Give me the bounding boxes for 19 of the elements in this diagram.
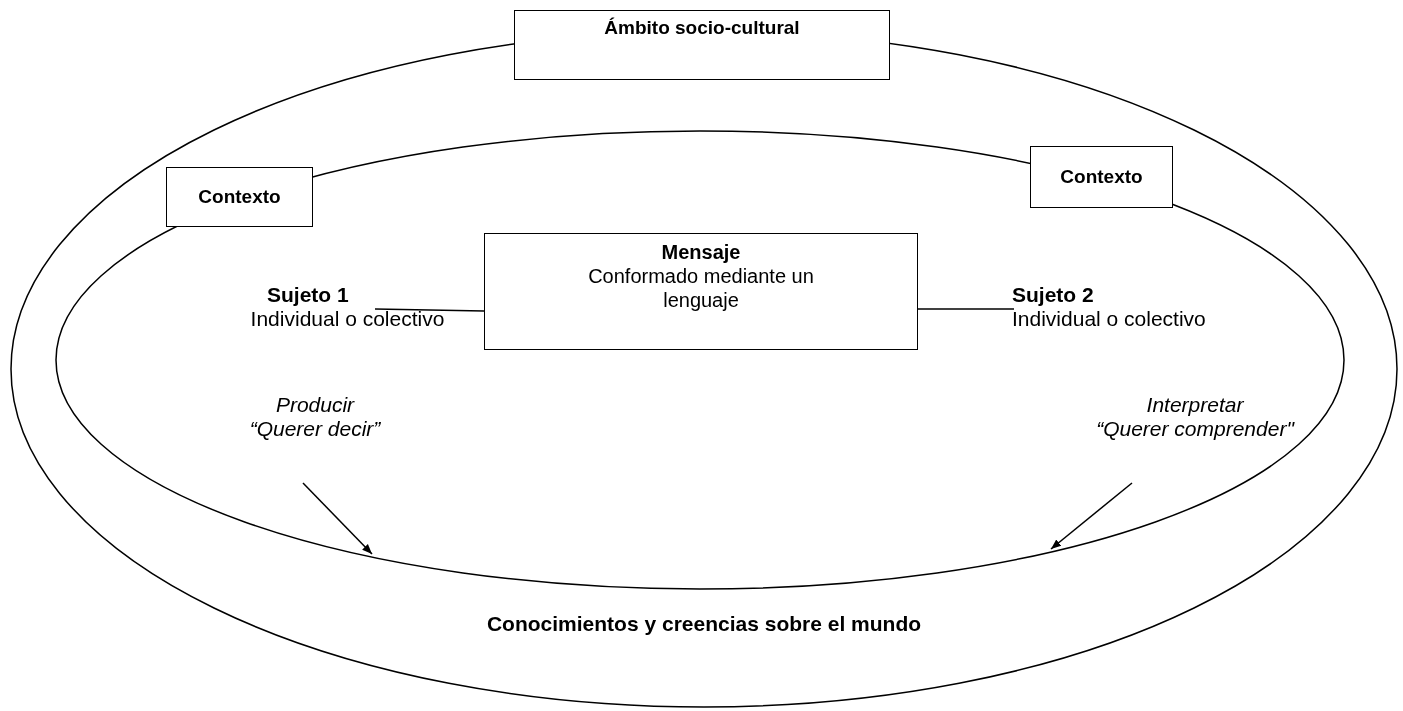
action-label: Producir	[274, 393, 356, 417]
connector-line	[917, 308, 1015, 310]
message-box	[484, 233, 918, 350]
region-label: Conocimientos y creencias sobre el mundo	[486, 612, 922, 636]
context-box: Contexto	[166, 167, 313, 227]
action-label: Interpretar	[1145, 393, 1245, 417]
heading-box: Ámbito socio-cultural	[514, 10, 890, 80]
message-heading: Mensaje	[661, 240, 741, 264]
subject-description: Individual o colectivo	[1012, 307, 1207, 331]
subject-heading: Sujeto 2	[1012, 283, 1095, 307]
subject-description: Individual o colectivo	[249, 307, 446, 331]
quote-label: “Querer comprender"	[1095, 417, 1296, 441]
connector-line	[374, 308, 485, 312]
context-box: Contexto	[1030, 146, 1173, 208]
quote-label: “Querer decir”	[248, 417, 382, 441]
arrow	[1050, 482, 1133, 550]
arrow	[302, 482, 373, 555]
subject-heading: Sujeto 1	[267, 283, 349, 307]
message-text: Conformado mediante un lenguaje	[587, 264, 815, 312]
